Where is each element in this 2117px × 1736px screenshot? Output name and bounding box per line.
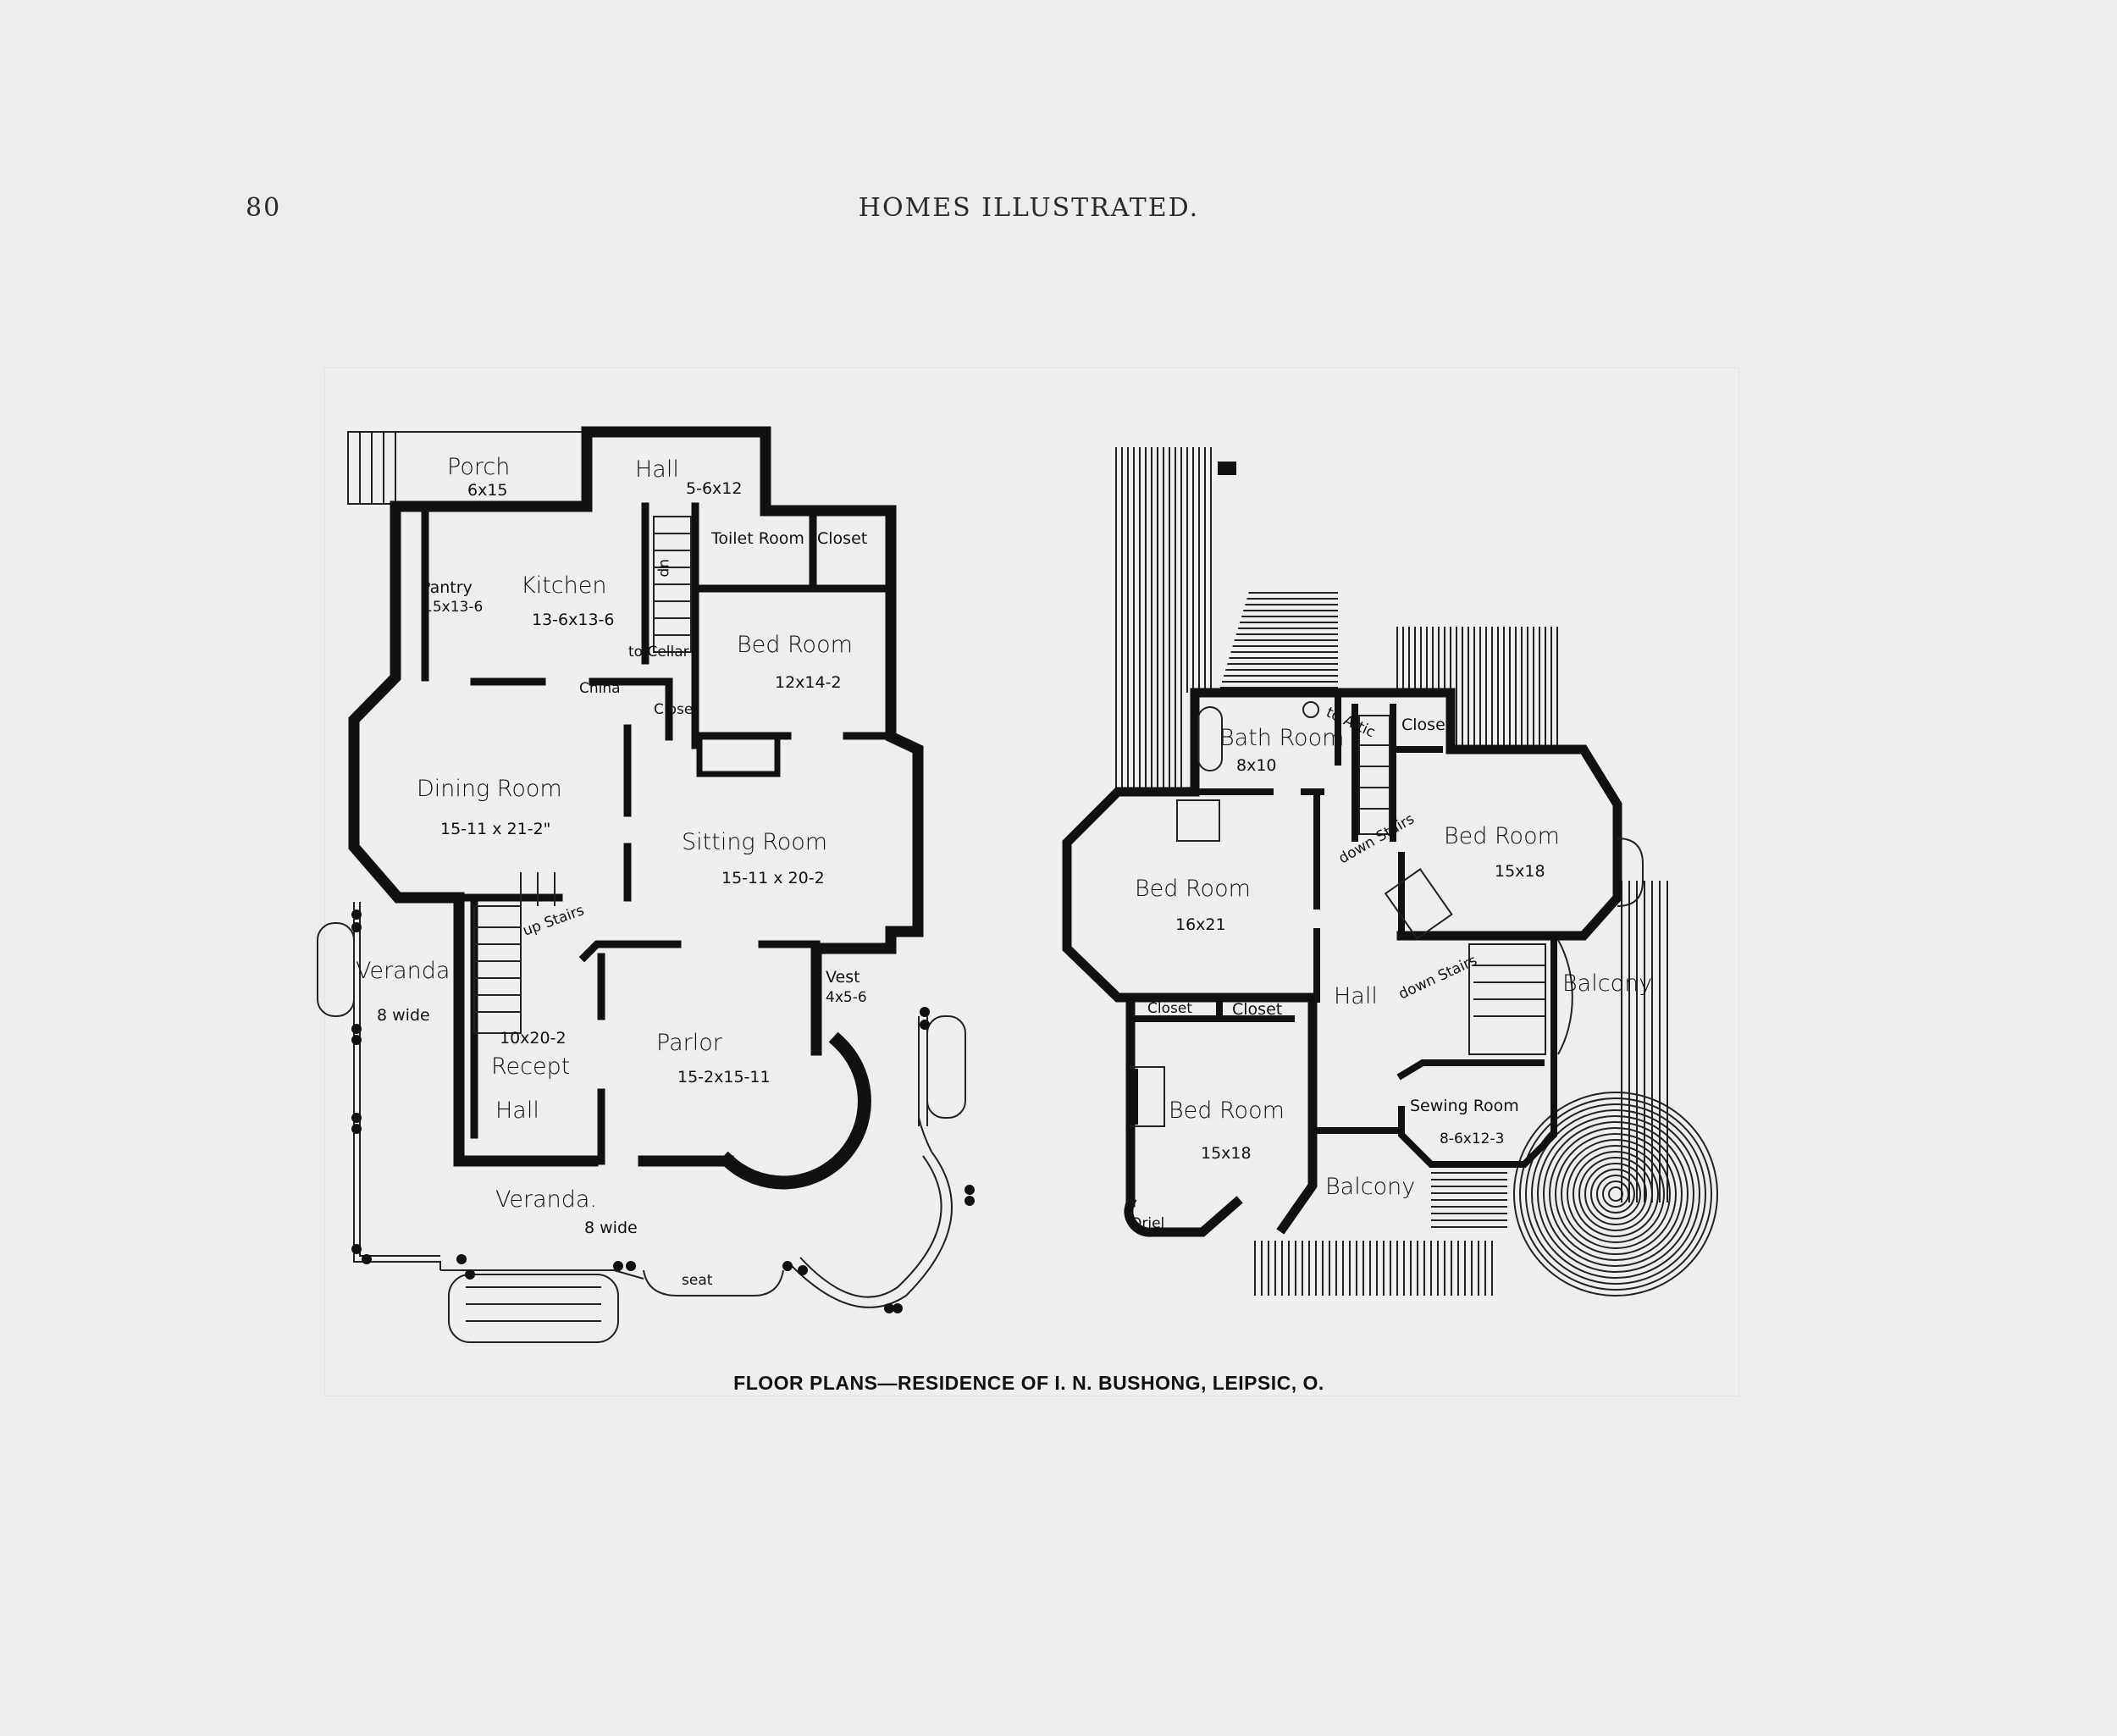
roof-ring	[1513, 1092, 1718, 1296]
room-label-veranda-front: Veranda.	[495, 1186, 597, 1213]
seat-label: seat	[682, 1272, 713, 1289]
up-stairs-label: up Stairs	[521, 902, 587, 940]
roof-ring	[1519, 1097, 1712, 1291]
room-size-bath-room: 8x10	[1236, 756, 1277, 775]
room-label-recept-hall-2: Hall	[495, 1097, 539, 1124]
roof-ring	[1567, 1145, 1665, 1243]
roof-hatching	[1115, 447, 1668, 1296]
down-stairs-label-1: down Stairs	[1336, 810, 1418, 867]
room-size-porch: 6x15	[467, 481, 508, 500]
room-size-bed-room: 12x14-2	[775, 673, 842, 692]
room-size-bed-room-w: 16x21	[1175, 915, 1226, 934]
room-size-veranda-front: 8 wide	[584, 1219, 638, 1237]
kitchen-stairs	[653, 516, 692, 653]
room-size-bed-room-ne: 15x18	[1495, 862, 1545, 881]
roof-ring	[1596, 1175, 1635, 1214]
room-label-balcony-east: Balcony	[1562, 970, 1652, 997]
room-label-bed-room: Bed Room	[737, 632, 853, 658]
roof-ring	[1555, 1133, 1677, 1255]
chimney-top	[1218, 462, 1236, 475]
roof-ring	[1537, 1115, 1694, 1273]
plate-frame	[324, 368, 1739, 1396]
roof-ring	[1561, 1139, 1671, 1249]
exterior-walls	[348, 426, 924, 1190]
porch-steps	[347, 431, 396, 505]
room-label-bath-room: Bath Room	[1219, 725, 1344, 751]
room-label-closet-b: Closet	[1232, 1000, 1282, 1019]
roof-ring	[1584, 1163, 1647, 1225]
room-size-hall: 5-6x12	[686, 479, 742, 498]
round-roof	[1513, 1092, 1718, 1296]
plate-caption: FLOOR PLANS—RESIDENCE OF I. N. BUSHONG, …	[733, 1372, 1324, 1394]
room-label-toilet-room: Toilet Room	[710, 529, 804, 548]
room-size-bed-room-sw: 15x18	[1201, 1144, 1252, 1163]
room-label-kitchen: Kitchen	[521, 572, 606, 599]
roof-ring	[1543, 1121, 1689, 1267]
room-size-veranda-side: 8 wide	[377, 1006, 430, 1025]
roof-ring	[1608, 1186, 1623, 1202]
room-label-pantry: Pantry	[421, 578, 473, 597]
room-size-vest: 4x5-6	[826, 989, 867, 1006]
room-label-dining-room: Dining Room	[417, 776, 562, 802]
room-label-veranda-side: Veranda	[356, 958, 450, 984]
room-label-recept-hall: Recept	[491, 1053, 570, 1080]
stairs-up-label: up	[656, 559, 673, 578]
roof-ring	[1602, 1180, 1629, 1208]
fireplace	[1126, 1069, 1138, 1125]
room-label-porch: Porch	[447, 454, 510, 480]
room-label-vest: Vest	[826, 968, 860, 987]
room-label-parlor: Parlor	[656, 1030, 723, 1056]
room-size-recept-hall: 10x20-2	[500, 1029, 567, 1048]
room-label-closet: Closet	[654, 701, 699, 718]
room-label-bed-room-w: Bed Room	[1135, 876, 1251, 902]
room-label-hall-upper: Hall	[1334, 983, 1378, 1009]
roof-ring	[1549, 1127, 1683, 1261]
room-label-closet-a: Closet	[1147, 1000, 1192, 1017]
roof-ring	[1590, 1169, 1641, 1219]
page-number: 80	[246, 193, 282, 223]
china-label: China	[579, 680, 621, 697]
room-size-sitting-room: 15-11 x 20-2	[721, 869, 825, 887]
main-stairs	[473, 872, 556, 1034]
roof-ring	[1573, 1151, 1659, 1237]
second-floor-interior-walls	[1127, 689, 1557, 1168]
running-title: HOMES ILLUSTRATED.	[858, 193, 1200, 223]
room-label-toilet-closet: Closet	[817, 529, 867, 548]
second-floor-plan: Bath Room 8x10 to Attic Closet down Stai…	[1062, 447, 1718, 1296]
room-size-kitchen: 13-6x13-6	[532, 611, 615, 629]
room-size-dining-room: 15-11 x 21-2"	[440, 820, 550, 838]
down-stairs-label-2: down Stairs	[1396, 952, 1480, 1003]
room-label-sewing-room: Sewing Room	[1410, 1097, 1519, 1115]
room-label-closet-top: Closet	[1401, 716, 1451, 734]
roof-ring	[1531, 1109, 1700, 1279]
veranda-outline	[317, 902, 966, 1308]
veranda-posts	[351, 909, 975, 1313]
to-cellar-label: to Cellar	[628, 644, 689, 661]
first-floor-plan: Porch 6x15 Hall 5-6x12 Toilet Room Close…	[317, 426, 975, 1343]
roof-ring	[1578, 1157, 1653, 1231]
second-floor-fixtures	[1130, 701, 1644, 1127]
front-steps	[448, 1274, 619, 1343]
oriel-label: Oriel	[1130, 1215, 1164, 1232]
room-label-hall: Hall	[635, 456, 679, 483]
roof-ring	[1525, 1103, 1706, 1285]
room-label-balcony-south: Balcony	[1325, 1174, 1415, 1200]
room-label-bed-room-sw: Bed Room	[1169, 1097, 1285, 1124]
room-size-pantry: 15x13-6	[423, 599, 483, 616]
room-size-sewing-room: 8-6x12-3	[1440, 1131, 1504, 1147]
room-label-bed-room-ne: Bed Room	[1444, 823, 1560, 849]
room-label-sitting-room: Sitting Room	[682, 829, 827, 855]
room-size-parlor: 15-2x15-11	[677, 1068, 771, 1086]
